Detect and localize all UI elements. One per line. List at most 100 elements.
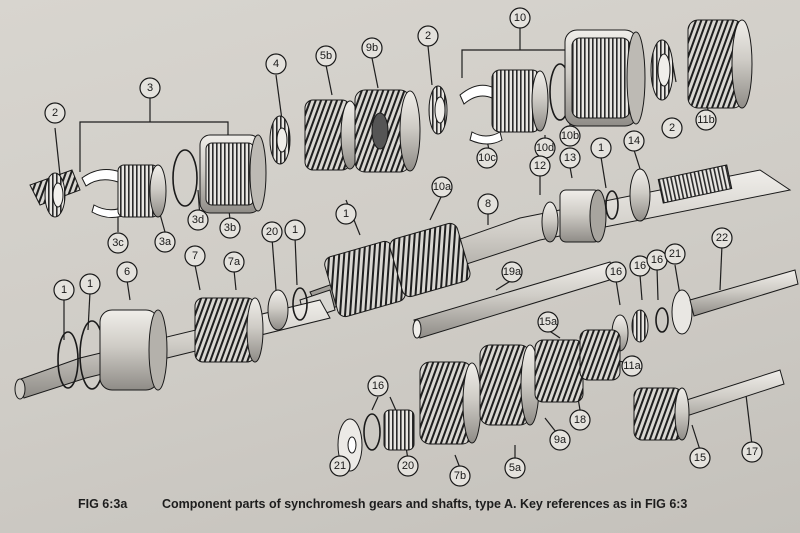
callout-circle <box>590 137 612 159</box>
callout-label: 2 <box>669 122 675 134</box>
input-shaft-assembly <box>14 287 331 400</box>
callout-label: 1 <box>343 208 349 220</box>
callout-label: 1 <box>61 284 67 296</box>
callout-circle <box>397 455 419 477</box>
callout-label: 10c <box>478 152 496 164</box>
callout-label: 17 <box>746 446 758 458</box>
callout-label: 7b <box>454 470 466 482</box>
callout-label: 7 <box>192 250 198 262</box>
callout-circle <box>223 251 245 273</box>
callout-circle <box>664 243 686 265</box>
callout-label: 9a <box>554 434 567 446</box>
layshaft-lower-assembly <box>337 261 799 472</box>
callout-circle <box>537 311 559 333</box>
callout-circle <box>605 261 627 283</box>
callout-circle <box>261 221 283 243</box>
callout-circle <box>367 375 389 397</box>
callout-label: 6 <box>124 266 130 278</box>
callout-label: 16 <box>610 266 622 278</box>
callout-label: 3b <box>224 222 236 234</box>
callout-circle <box>695 109 717 131</box>
figure-caption: FIG 6:3a Component parts of synchromesh g… <box>78 497 788 511</box>
callout-circle <box>623 130 645 152</box>
callout-label: 22 <box>716 232 728 244</box>
callout-circle <box>335 203 357 225</box>
callout-label: 5a <box>509 462 522 474</box>
callout-label: 5b <box>320 50 332 62</box>
callout-circle <box>504 457 526 479</box>
callout-circle <box>116 261 138 283</box>
callout-label: 9b <box>366 42 378 54</box>
callout-label: 3d <box>192 214 204 226</box>
callout-label: 10a <box>433 181 452 193</box>
callout-circle <box>79 273 101 295</box>
callout-label: 21 <box>669 248 681 260</box>
callout-circle <box>711 227 733 249</box>
callout-circle <box>315 45 337 67</box>
callout-label: 3c <box>112 237 124 249</box>
callout-circle <box>477 193 499 215</box>
callout-label: 20 <box>266 226 278 238</box>
callout-circle <box>107 232 129 254</box>
callout-circle <box>139 77 161 99</box>
callout-circle <box>53 279 75 301</box>
callout-circle <box>44 102 66 124</box>
callout-label: 8 <box>485 198 491 210</box>
callout-label: 12 <box>534 160 546 172</box>
callout-circle <box>741 441 763 463</box>
callout-circle <box>154 231 176 253</box>
callout-circle <box>549 429 571 451</box>
callout-circle <box>661 117 683 139</box>
callout-label: 4 <box>273 58 279 70</box>
callout-label: 19a <box>503 266 522 278</box>
callout-circle <box>219 217 241 239</box>
caption-text: Component parts of synchromesh gears and… <box>162 497 688 511</box>
exploded-gearbox-diagram: 2 3 3c 3a 3d 3b 4 5b 9b 2 10 10c 10d 10b 2 11b 1 10a 8 12 13… <box>14 7 799 487</box>
callout-label: 15a <box>539 316 558 328</box>
callout-label: 2 <box>52 107 58 119</box>
callout-label: 2 <box>425 30 431 42</box>
callout-circle <box>184 245 206 267</box>
callout-label: 11b <box>697 114 715 126</box>
callout-circle <box>187 209 209 231</box>
callout-circle <box>689 447 711 469</box>
figure-number: FIG 6:3a <box>78 497 128 511</box>
callout-label: 20 <box>402 460 414 472</box>
callout-circle <box>431 176 453 198</box>
callout-labels: 2 3 3c 3a 3d 3b 4 5b 9b 2 10 10c 10d 10b 2 11b 1 10a 8 12 13… <box>44 7 763 487</box>
callout-circle <box>559 147 581 169</box>
callout-circle <box>265 53 287 75</box>
layshaft-upper-assembly <box>29 19 753 218</box>
callout-circle <box>417 25 439 47</box>
callout-label: 21 <box>334 460 346 472</box>
callout-label: 1 <box>292 224 298 236</box>
callout-label: 3 <box>147 82 153 94</box>
callout-label: 11a <box>623 360 641 372</box>
callout-circle <box>621 355 643 377</box>
callout-label: 3a <box>159 236 172 248</box>
callout-circle <box>529 155 551 177</box>
callout-label: 10 <box>514 12 526 24</box>
callout-label: 13 <box>564 152 576 164</box>
callout-label: 16 <box>372 380 384 392</box>
callout-label: 15 <box>694 452 706 464</box>
callout-circle <box>476 147 498 169</box>
callout-circle <box>329 455 351 477</box>
callout-label: 14 <box>628 135 640 147</box>
callout-circle <box>509 7 531 29</box>
callout-circle <box>284 219 306 241</box>
callout-label: 7a <box>228 256 241 268</box>
callout-label: 18 <box>574 414 586 426</box>
callout-circle <box>569 409 591 431</box>
callout-label: 1 <box>598 142 604 154</box>
callout-label: 10b <box>561 130 579 142</box>
callout-circle <box>559 125 581 147</box>
callout-label: 10d <box>536 142 554 154</box>
callout-circle <box>501 261 523 283</box>
callout-circle <box>361 37 383 59</box>
callout-label: 1 <box>87 278 93 290</box>
callout-circle <box>449 465 471 487</box>
callout-label: 16 <box>634 260 646 272</box>
callout-label: 16 <box>651 254 663 266</box>
